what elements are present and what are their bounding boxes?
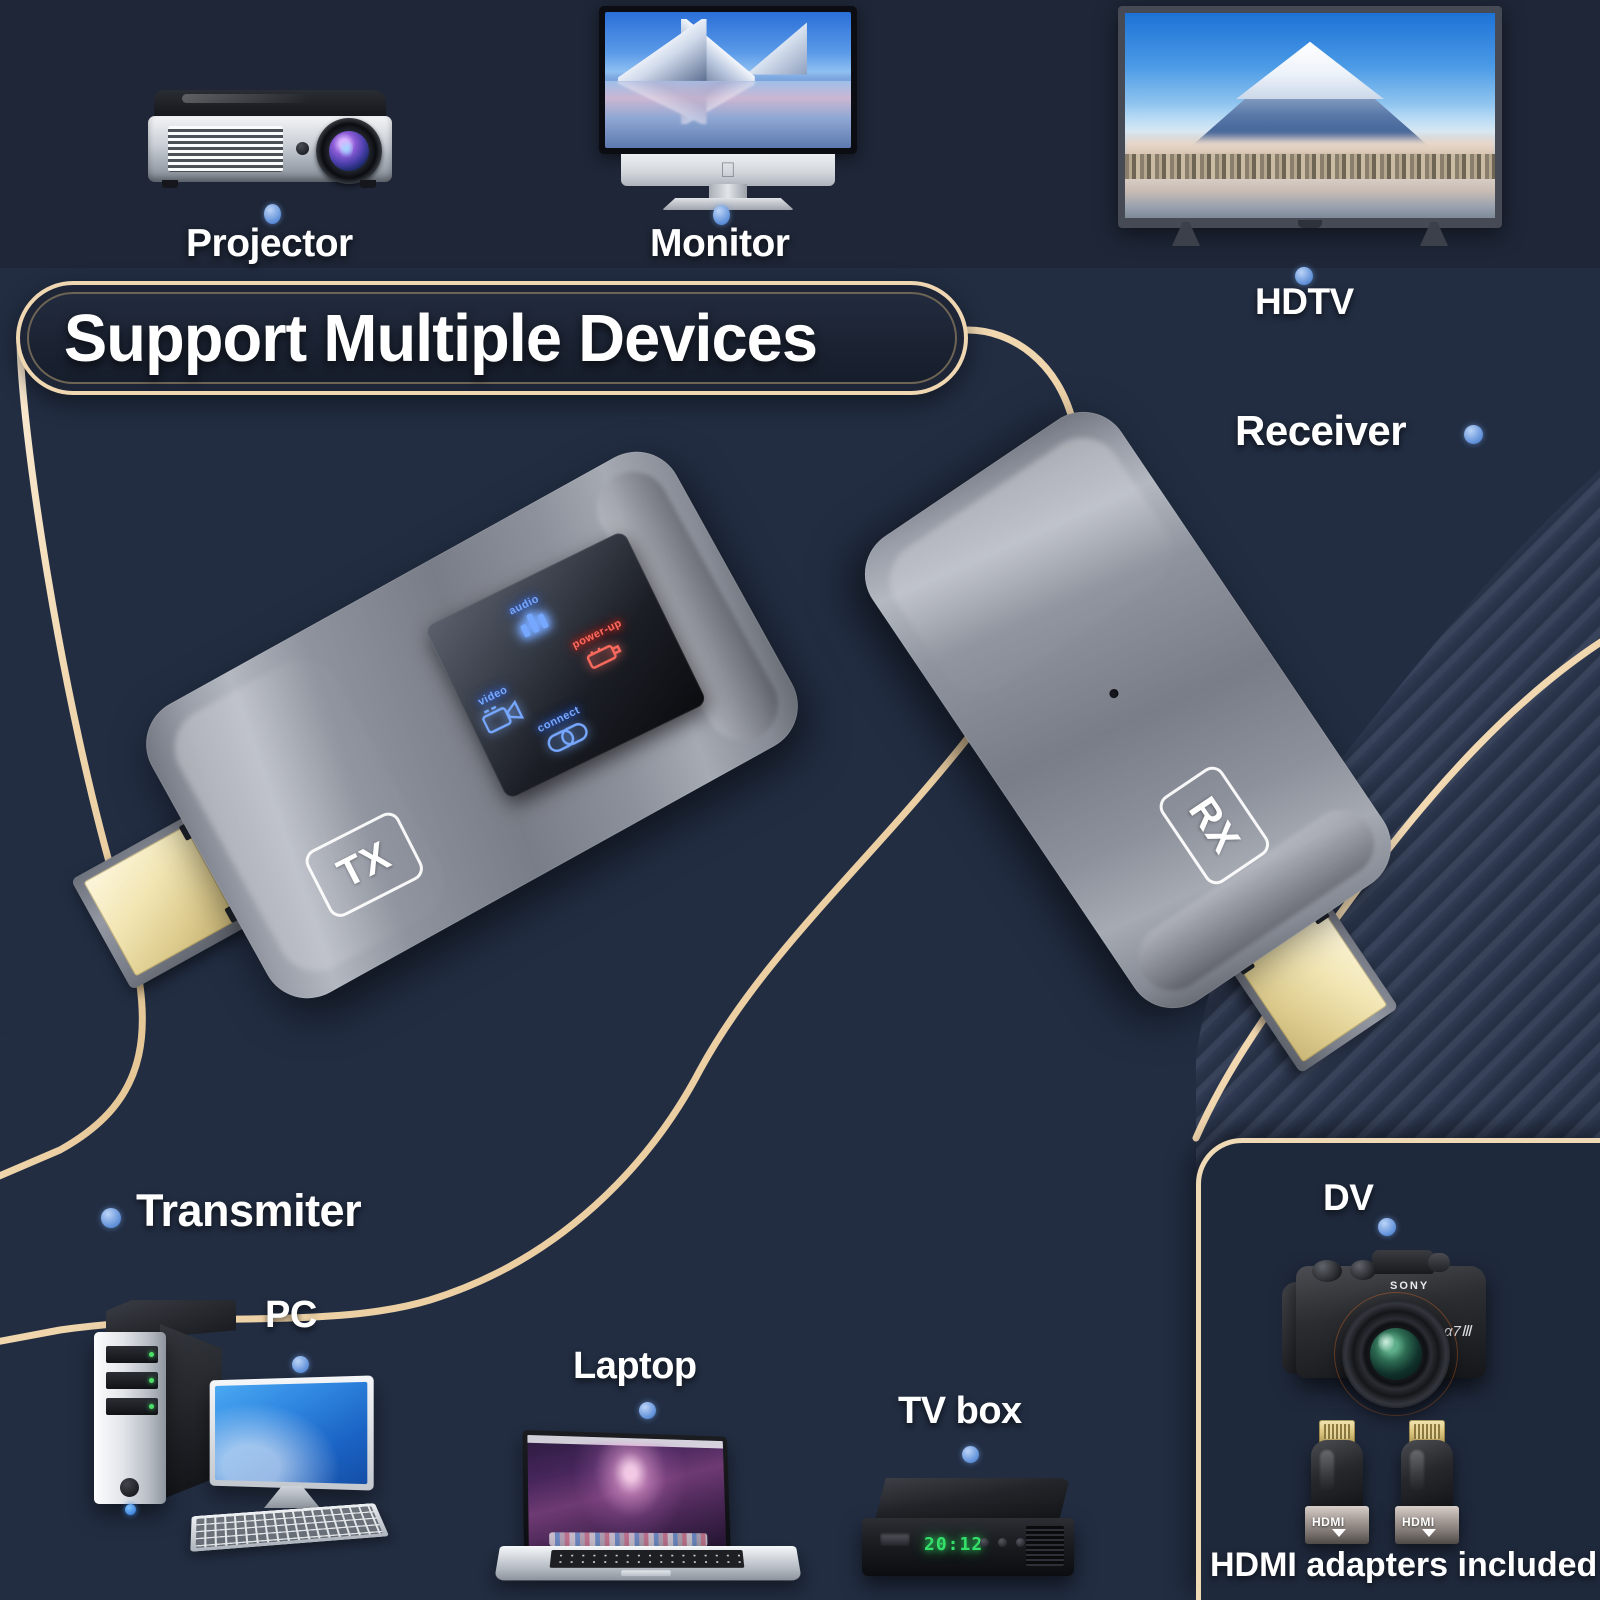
- receiver-dot: [1464, 425, 1483, 444]
- led-connect: connect: [536, 704, 593, 757]
- rx-badge-label: RX: [1180, 789, 1250, 862]
- hdmi-adapters-caption: HDMI adapters included: [1210, 1546, 1597, 1585]
- tvbox-label: TV box: [898, 1390, 1022, 1433]
- laptop-dot: [639, 1402, 656, 1419]
- dv-dot: [1378, 1218, 1396, 1236]
- led-power-up: power-up: [570, 617, 636, 677]
- transmitter-label: Transmiter: [136, 1185, 361, 1237]
- pc-dot: [292, 1356, 309, 1373]
- hdmi-adapter-right: HDMI: [1395, 1420, 1459, 1544]
- pc-label: PC: [265, 1294, 317, 1337]
- hdmi-port-label-right: HDMI: [1402, 1515, 1435, 1529]
- projector-image: [148, 90, 392, 196]
- monitor-label: Monitor: [650, 222, 789, 266]
- laptop-label: Laptop: [573, 1345, 697, 1388]
- projector-label: Projector: [186, 222, 353, 266]
- transmitter-dot: [101, 1208, 121, 1228]
- led-video: video: [472, 682, 526, 736]
- tvbox-image: 20:12: [862, 1478, 1074, 1586]
- hdtv-label: HDTV: [1255, 281, 1354, 323]
- pc-image: [88, 1300, 388, 1560]
- camera-image: SONY α7Ⅲ: [1268, 1246, 1520, 1422]
- tvbox-clock-display: 20:12: [924, 1534, 983, 1555]
- hdmi-port-label-left: HDMI: [1312, 1515, 1345, 1529]
- laptop-image: [500, 1428, 796, 1600]
- led-audio: audio: [507, 593, 551, 639]
- tx-badge-label: TX: [330, 833, 398, 897]
- tvbox-dot: [962, 1446, 979, 1463]
- headline-banner: Support Multiple Devices: [16, 281, 968, 395]
- camera-brand-label: SONY: [1390, 1280, 1429, 1292]
- hdmi-adapter-left: HDMI: [1305, 1420, 1369, 1544]
- monitor-image: : [599, 6, 857, 202]
- receiver-label: Receiver: [1235, 407, 1406, 455]
- dv-label: DV: [1323, 1177, 1373, 1219]
- headline-text: Support Multiple Devices: [29, 300, 817, 377]
- hdtv-image: [1118, 6, 1502, 246]
- apple-logo-icon: : [720, 160, 736, 181]
- projector-dot: [264, 204, 281, 224]
